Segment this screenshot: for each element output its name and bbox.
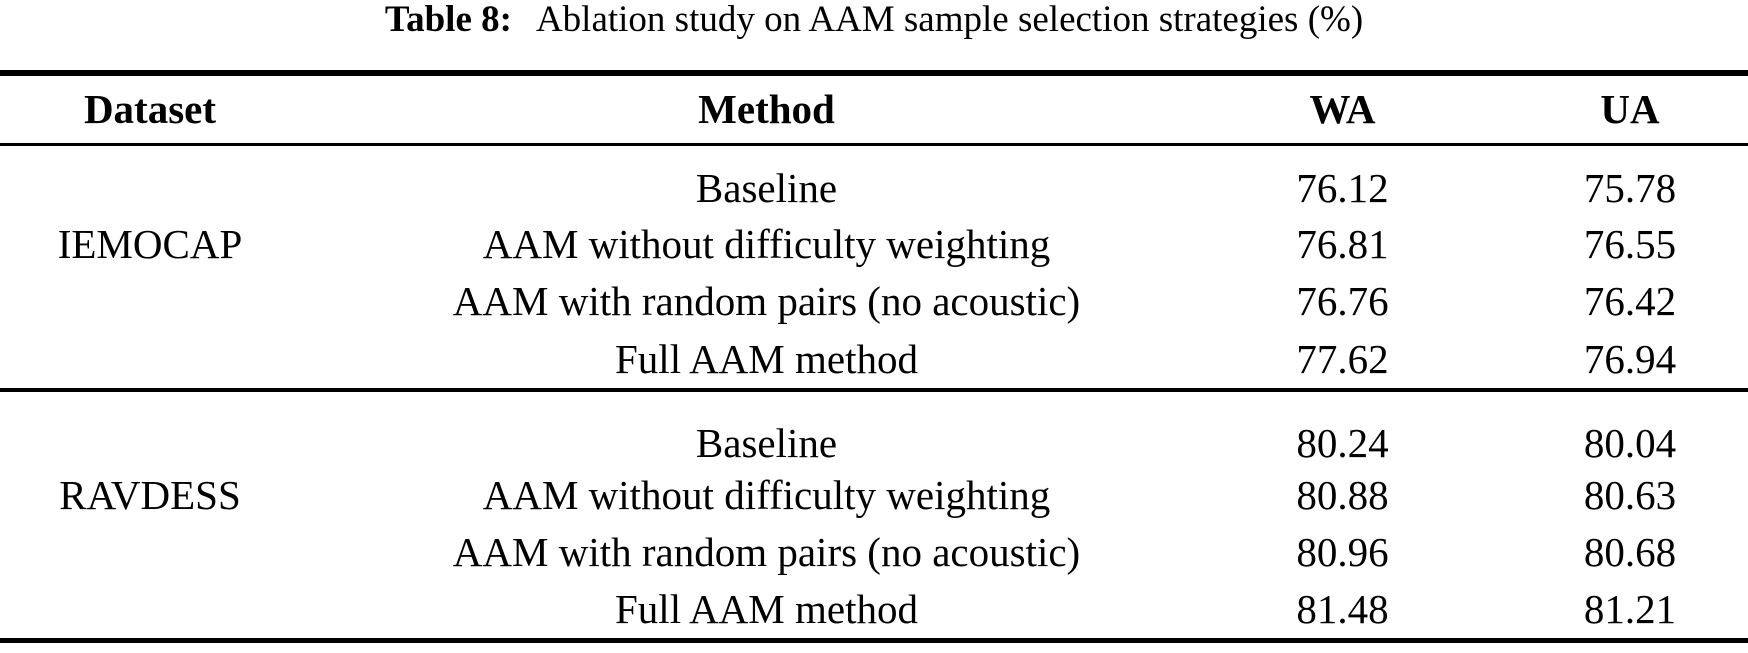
wa-cell: 76.76 [1296,278,1389,324]
rule-mid [0,388,1748,392]
wa-cell: 80.96 [1296,529,1389,575]
column-header-wa: WA [1309,86,1376,132]
wa-cell: 76.81 [1296,221,1389,267]
column-header-method: Method [698,86,835,132]
ua-cell: 75.78 [1583,164,1677,211]
method-cell: AAM with random pairs (no acoustic) [452,278,1081,324]
wa-cell: 81.48 [1296,586,1389,632]
ua-cell: 80.68 [1583,529,1677,575]
rule-below-header [0,143,1748,146]
ua-cell: 80.63 [1583,472,1677,518]
ablation-table: Dataset Method WA UA Baseline 76.12 75.7… [0,70,1748,643]
method-cell: Baseline [695,164,838,211]
table-caption-text: Ablation study on AAM sample selection s… [535,0,1364,40]
method-cell: AAM with random pairs (no acoustic) [452,529,1081,575]
wa-cell: 76.12 [1296,164,1389,211]
ua-cell: 76.94 [1583,335,1677,382]
dataset-label-iemocap: IEMOCAP [57,221,243,267]
wa-cell: 77.62 [1296,335,1389,382]
rule-bottom [0,638,1748,643]
method-cell: Full AAM method [615,335,918,382]
method-cell: Baseline [695,419,838,466]
method-cell: AAM without difficulty weighting [482,221,1051,267]
table-caption-label: Table 8: [384,0,512,40]
column-header-ua: UA [1600,86,1660,132]
method-cell: Full AAM method [615,586,918,632]
table-caption: Table 8: Ablation study on AAM sample sel… [0,0,1748,44]
rule-top [0,70,1748,76]
ua-cell: 80.04 [1583,419,1677,466]
column-header-dataset: Dataset [83,86,217,132]
wa-cell: 80.24 [1296,419,1389,466]
method-cell: AAM without difficulty weighting [482,472,1051,518]
ua-cell: 76.55 [1583,221,1677,267]
wa-cell: 80.88 [1296,472,1389,518]
ua-cell: 76.42 [1583,278,1677,324]
dataset-label-ravdess: RAVDESS [59,472,241,518]
ua-cell: 81.21 [1583,586,1677,632]
